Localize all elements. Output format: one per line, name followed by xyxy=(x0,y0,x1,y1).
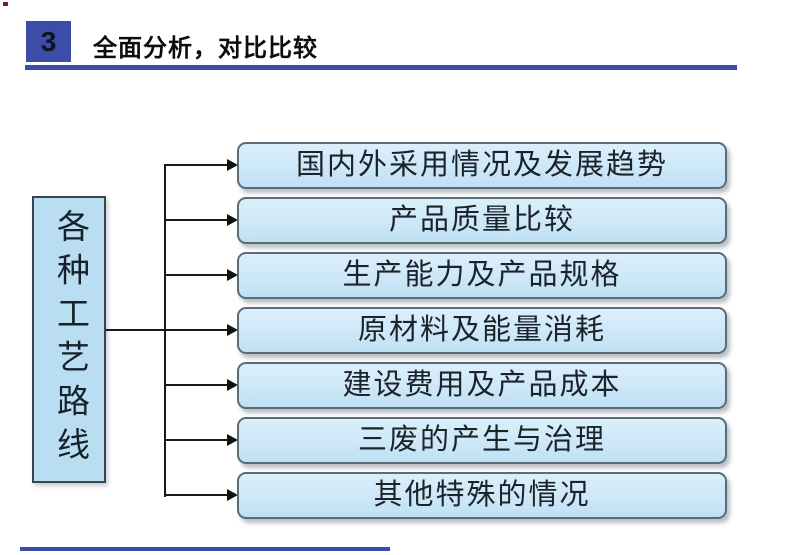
branch-row: 原材料及能量消耗 xyxy=(0,307,792,354)
branch-box: 其他特殊的情况 xyxy=(237,472,727,519)
header-number-box: 3 xyxy=(26,21,71,62)
branch-label: 其他特殊的情况 xyxy=(373,479,591,511)
connector-stem xyxy=(106,329,164,331)
branch-box: 三废的产生与治理 xyxy=(237,417,727,464)
arrow-right-icon xyxy=(227,213,238,226)
source-box: 各种工艺路线 xyxy=(32,196,106,483)
arrow-right-icon xyxy=(227,433,238,446)
branch-label: 生产能力及产品规格 xyxy=(342,259,622,291)
branch-label: 三废的产生与治理 xyxy=(357,424,606,456)
branch-box: 生产能力及产品规格 xyxy=(237,252,727,299)
branch-label: 建设费用及产品成本 xyxy=(342,369,622,401)
branch-box: 原材料及能量消耗 xyxy=(237,307,727,354)
branch-box: 建设费用及产品成本 xyxy=(237,362,727,409)
branch-row: 国内外采用情况及发展趋势 xyxy=(0,142,792,189)
branch-label: 国内外采用情况及发展趋势 xyxy=(295,149,668,181)
page-title: 全面分析，对比比较 xyxy=(93,35,318,62)
header-number: 3 xyxy=(40,25,57,57)
connector-trunk xyxy=(164,164,166,497)
arrow-right-icon xyxy=(227,323,238,336)
connector-line xyxy=(164,438,228,441)
branch-row: 建设费用及产品成本 xyxy=(0,362,792,409)
connector-line xyxy=(164,163,228,166)
bottom-accent-line xyxy=(20,547,390,551)
arrow-right-icon xyxy=(227,268,238,281)
branch-label: 原材料及能量消耗 xyxy=(357,314,606,346)
branch-box: 产品质量比较 xyxy=(237,197,727,244)
arrow-right-icon xyxy=(227,158,238,171)
corner-mark xyxy=(3,2,8,6)
branch-row: 其他特殊的情况 xyxy=(0,472,792,519)
arrow-right-icon xyxy=(227,488,238,501)
connector-line xyxy=(164,383,228,386)
header-divider xyxy=(25,65,737,70)
connector-line xyxy=(164,328,228,331)
connector-line xyxy=(164,493,228,496)
connector-line xyxy=(164,218,228,221)
source-label: 各种工艺路线 xyxy=(51,208,88,471)
branch-row: 三废的产生与治理 xyxy=(0,417,792,464)
branch-row: 生产能力及产品规格 xyxy=(0,252,792,299)
branch-row: 产品质量比较 xyxy=(0,197,792,244)
branch-label: 产品质量比较 xyxy=(388,204,575,236)
arrow-right-icon xyxy=(227,378,238,391)
branch-box: 国内外采用情况及发展趋势 xyxy=(237,142,727,189)
connector-line xyxy=(164,273,228,276)
